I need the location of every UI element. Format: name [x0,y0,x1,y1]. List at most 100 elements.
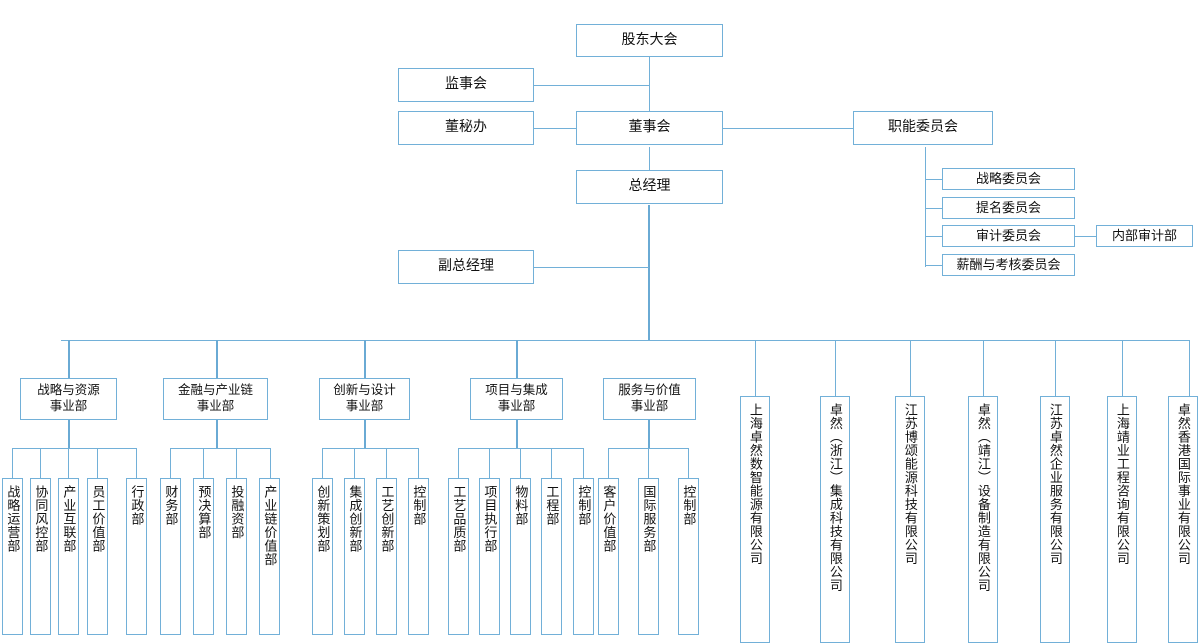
node-department-员工价值部[interactable]: 员工价值部 [87,478,108,635]
connector-gm-to-bus [648,205,650,341]
node-deputy-general-manager[interactable]: 副总经理 [398,250,534,284]
connector-division-2-bar [322,448,418,449]
connector-division-0-dept-4 [136,448,137,478]
department-label: 投融资部 [229,485,245,539]
department-label: 控制部 [576,485,592,526]
node-functional-committee[interactable]: 职能委员会 [853,111,993,145]
department-label: 产业链价值部 [262,485,278,566]
department-label: 项目执行部 [482,485,498,553]
connector-division-3-dept-1 [489,448,490,478]
connector-committee-stub-3 [925,265,942,266]
department-label: 控制部 [681,485,697,526]
node-division-4[interactable]: 服务与价值 事业部 [603,378,696,420]
node-general-manager[interactable]: 总经理 [576,170,723,204]
node-board-secretary-office[interactable]: 董秘办 [398,111,534,145]
node-department-控制部-4[interactable]: 控制部 [573,478,594,635]
department-label: 预决算部 [196,485,212,539]
connector-division-1-drop [216,420,218,448]
node-committee-compensation[interactable]: 薪酬与考核委员会 [942,254,1075,276]
connector-bus-to-subsidiary-5 [1122,340,1123,396]
node-department-客户价值部[interactable]: 客户价值部 [598,478,619,635]
node-department-工艺创新部[interactable]: 工艺创新部 [376,478,397,635]
node-supervisory-board[interactable]: 监事会 [398,68,534,102]
connector-division-4-dept-1 [648,448,649,478]
main-horizontal-bus [61,340,1189,341]
connector-bus-to-subsidiary-2 [910,340,911,396]
connector-bus-to-subsidiary-1 [835,340,836,396]
node-department-控制部-5[interactable]: 控制部 [678,478,699,635]
node-department-协同风控部[interactable]: 协同风控部 [30,478,51,635]
subsidiary-label: 江苏卓然企业服务有限公司 [1047,403,1063,565]
subsidiary-label: 江苏博颂能源科技有限公司 [902,403,918,565]
department-label: 集成创新部 [347,485,363,553]
node-division-2[interactable]: 创新与设计 事业部 [319,378,410,420]
node-committee-strategy[interactable]: 战略委员会 [942,168,1075,190]
node-division-0[interactable]: 战略与资源 事业部 [20,378,117,420]
node-subsidiary-6[interactable]: 卓然香港国际事业有限公司 [1168,396,1198,643]
node-department-创新策划部[interactable]: 创新策划部 [312,478,333,635]
connector-division-2-dept-3 [418,448,419,478]
node-board-of-directors[interactable]: 董事会 [576,111,723,145]
connector-division-3-dept-0 [458,448,459,478]
connector-bus-to-division-2 [364,340,366,378]
node-department-行政部[interactable]: 行政部 [126,478,147,635]
department-label: 行政部 [129,485,145,526]
node-department-财务部[interactable]: 财务部 [160,478,181,635]
connector-division-3-drop [516,420,518,448]
department-label: 工艺创新部 [379,485,395,553]
subsidiary-label: 上海卓然数智能源有限公司 [747,403,763,565]
node-subsidiary-4[interactable]: 江苏卓然企业服务有限公司 [1040,396,1070,643]
connector-division-2-drop [364,420,366,448]
node-committee-audit[interactable]: 审计委员会 [942,225,1075,247]
connector-division-0-dept-0 [12,448,13,478]
node-department-预决算部[interactable]: 预决算部 [193,478,214,635]
connector-division-1-bar [170,448,270,449]
node-subsidiary-3[interactable]: 卓然（靖江）设备制造有限公司 [968,396,998,643]
connector-board-to-committee [723,128,853,129]
connector-division-1-dept-3 [270,448,271,478]
connector-division-4-dept-0 [608,448,609,478]
connector-committee-spine [925,147,926,267]
connector-bus-to-subsidiary-4 [1055,340,1056,396]
connector-audit-to-internal-audit [1075,236,1096,237]
department-label: 物料部 [513,485,529,526]
node-subsidiary-1[interactable]: 卓然（浙江）集成科技有限公司 [820,396,850,643]
node-department-项目执行部[interactable]: 项目执行部 [479,478,500,635]
connector-committee-stub-1 [925,208,942,209]
node-internal-audit-department[interactable]: 内部审计部 [1096,225,1193,247]
department-label: 创新策划部 [315,485,331,553]
connector-division-2-dept-2 [386,448,387,478]
node-department-投融资部[interactable]: 投融资部 [226,478,247,635]
node-committee-nomination[interactable]: 提名委员会 [942,197,1075,219]
node-division-1[interactable]: 金融与产业链 事业部 [163,378,268,420]
node-department-控制部-3[interactable]: 控制部 [408,478,429,635]
node-subsidiary-0[interactable]: 上海卓然数智能源有限公司 [740,396,770,643]
node-subsidiary-2[interactable]: 江苏博颂能源科技有限公司 [895,396,925,643]
department-label: 财务部 [163,485,179,526]
connector-division-4-dept-2 [688,448,689,478]
connector-division-0-dept-1 [40,448,41,478]
node-department-集成创新部[interactable]: 集成创新部 [344,478,365,635]
department-label: 员工价值部 [90,485,106,553]
node-department-产业链价值部[interactable]: 产业链价值部 [259,478,280,635]
connector-division-3-dept-3 [551,448,552,478]
node-department-战略运营部[interactable]: 战略运营部 [2,478,23,635]
department-label: 工艺品质部 [451,485,467,553]
node-division-3[interactable]: 项目与集成 事业部 [470,378,563,420]
connector-bus-to-division-3 [516,340,518,378]
connector-division-1-dept-0 [170,448,171,478]
department-label: 客户价值部 [601,485,617,553]
node-department-产业互联部[interactable]: 产业互联部 [58,478,79,635]
node-department-工程部[interactable]: 工程部 [541,478,562,635]
subsidiary-label: 上海靖业工程咨询有限公司 [1114,403,1130,565]
node-shareholders-meeting[interactable]: 股东大会 [576,24,723,57]
node-department-物料部[interactable]: 物料部 [510,478,531,635]
connector-division-1-dept-1 [203,448,204,478]
node-department-国际服务部[interactable]: 国际服务部 [638,478,659,635]
connector-division-3-dept-4 [583,448,584,478]
node-department-工艺品质部[interactable]: 工艺品质部 [448,478,469,635]
node-subsidiary-5[interactable]: 上海靖业工程咨询有限公司 [1107,396,1137,643]
connector-division-0-dept-2 [68,448,69,478]
subsidiary-label: 卓然香港国际事业有限公司 [1175,403,1191,565]
